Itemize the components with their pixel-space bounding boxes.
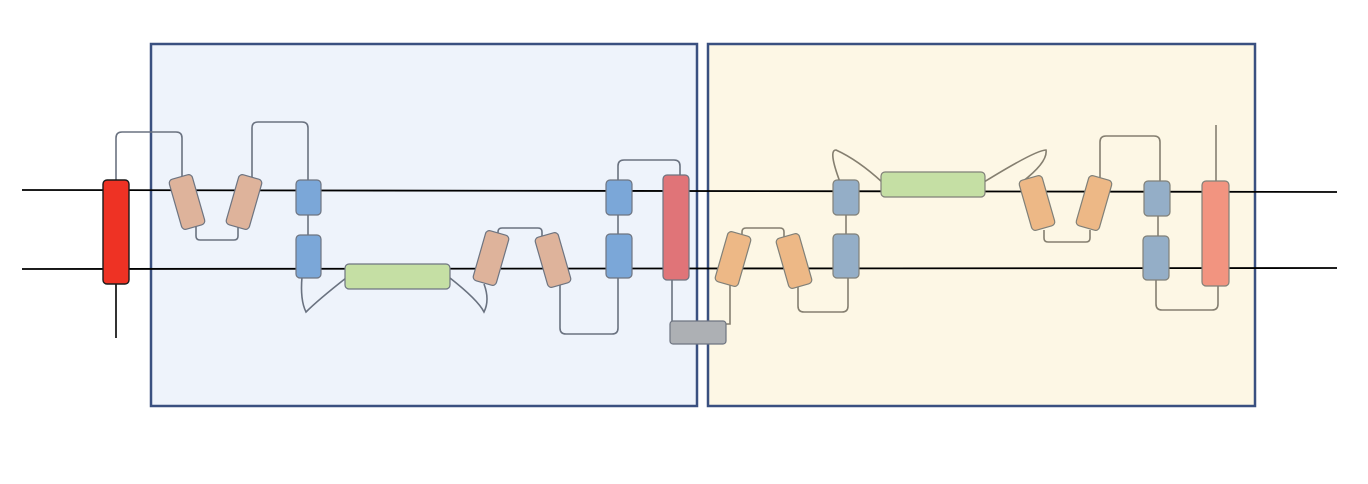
loop-tm6-to-tm7 <box>617 159 681 180</box>
tm11-helix <box>1018 175 1056 231</box>
tm6-lower-helix <box>605 233 633 279</box>
tm12-helix <box>1075 175 1113 231</box>
n-terminal-helix <box>102 179 130 285</box>
tm10-upper-helix <box>832 179 860 216</box>
tm4-helix <box>472 230 510 286</box>
tm8-helix <box>714 231 752 287</box>
tm3-upper-helix <box>295 179 322 216</box>
tm13-lower-helix <box>1142 235 1170 281</box>
amphipathic-helix-2 <box>880 171 986 198</box>
loop-ah2-to-tm11 <box>983 149 1047 183</box>
loop-tm2-to-tm3 <box>251 121 309 182</box>
tm10-lower-helix <box>832 233 860 279</box>
tm6-upper-helix <box>605 179 633 216</box>
tm1-helix <box>168 174 206 230</box>
loop-tm10-to-ah2 <box>832 149 883 183</box>
amphipathic-helix-1 <box>344 263 451 290</box>
loop-tm5-to-tm6 <box>559 278 619 335</box>
tm7-long-helix <box>662 174 690 281</box>
loop-tm11-to-tm12 <box>1043 230 1091 243</box>
loop-tm13-to-tm14 <box>1155 278 1219 311</box>
tm2-helix <box>225 174 263 230</box>
domain2-helices <box>714 171 1230 289</box>
loop-tm12-to-tm13 <box>1099 135 1161 182</box>
loop-nterm-to-tm1 <box>115 131 183 182</box>
linker-helix <box>669 320 727 345</box>
loop-ah1-to-tm4 <box>449 277 488 314</box>
loop-tm4-to-tm5 <box>497 227 543 238</box>
domain1-helices <box>168 174 690 290</box>
loop-tm8-to-tm9 <box>741 227 785 238</box>
tm14-long-helix <box>1201 180 1230 287</box>
tm5-helix <box>534 232 572 288</box>
loop-tm3-to-ah1 <box>300 276 347 314</box>
loop-tm9-to-tm10 <box>797 278 849 313</box>
domain1-loops <box>115 121 681 335</box>
loop-tm1-to-tm2 <box>195 226 239 241</box>
tm13-upper-helix <box>1143 180 1171 217</box>
tm3-lower-helix <box>295 234 322 279</box>
tm9-helix <box>775 233 813 289</box>
domain2-box <box>706 42 1257 408</box>
